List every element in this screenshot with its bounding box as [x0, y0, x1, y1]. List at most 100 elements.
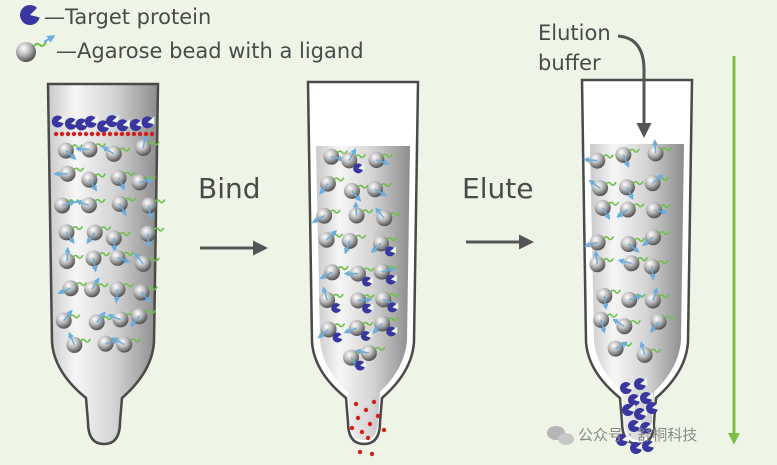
impurity-dot [353, 401, 359, 407]
ligand-bead [343, 320, 374, 337]
target-protein [51, 115, 65, 128]
ligand-bead [83, 277, 109, 298]
ligand-bead [368, 151, 394, 168]
target-protein [386, 326, 398, 337]
impurity-dot [113, 131, 119, 137]
ligand-bead [81, 171, 107, 192]
step-label-elute: Elute [462, 172, 533, 205]
impurity-dot [381, 427, 387, 433]
impurity-dot [131, 131, 137, 137]
ligand-bead [101, 145, 131, 162]
impurity-dot [371, 399, 377, 405]
ligand-bead [618, 179, 644, 201]
ligand-bead [130, 308, 156, 328]
column-3-content [583, 139, 676, 454]
impurity-dot [369, 451, 375, 457]
impurity-dot [365, 435, 371, 441]
elution-buffer-line2: buffer [538, 51, 601, 75]
target-protein [361, 276, 373, 287]
ligand-bead [583, 234, 615, 251]
ligand-bead [319, 286, 344, 308]
ligand-bead [589, 250, 615, 273]
ligand-bead [58, 224, 84, 244]
ligand-bead [621, 291, 646, 308]
target-protein [385, 246, 397, 257]
ligand-bead [55, 309, 81, 329]
ligand-bead [643, 258, 669, 281]
ligand-bead [53, 165, 85, 182]
ligand-bead [617, 255, 649, 272]
ligand-bead [112, 336, 141, 353]
impurity-dot [119, 131, 125, 137]
target-protein [630, 442, 643, 454]
target-protein [355, 360, 367, 371]
target-protein [116, 119, 130, 132]
ligand-bead [373, 263, 399, 280]
ligand-bead [354, 345, 386, 362]
target-protein [640, 392, 653, 404]
ligand-bead [593, 311, 618, 334]
target-protein [106, 115, 120, 128]
ligand-bead [318, 230, 344, 248]
ligand-bead [134, 252, 160, 272]
target-protein [360, 331, 372, 342]
ligand-bead [370, 235, 398, 254]
column-1 [46, 82, 166, 446]
impurity-dot [137, 131, 143, 137]
target-protein [362, 303, 374, 314]
ligand-bead [75, 197, 106, 214]
target-protein [332, 332, 344, 343]
target-protein [385, 274, 397, 285]
ligand-bead [612, 318, 642, 335]
legend: —Target protein —Agarose bead with a lig… [16, 3, 364, 63]
ligand-bead [111, 195, 137, 217]
target-protein [616, 434, 629, 446]
ligand-bead [319, 264, 349, 281]
ligand-bead [341, 232, 367, 255]
impurity-dot [375, 413, 381, 419]
impurity-dot [363, 407, 369, 413]
target-protein [622, 404, 635, 416]
target-protein [129, 118, 143, 131]
target-protein [331, 302, 343, 313]
ligand-bead [85, 250, 111, 273]
ligand-bead [66, 331, 92, 353]
watermark-text: 公众号 · 舒桐科技 [578, 426, 697, 444]
ligand-bead [644, 287, 670, 309]
elution-buffer-line1: Elution [538, 21, 611, 45]
impurity-dot [89, 131, 95, 137]
ligand-bead [105, 230, 131, 253]
target-protein [141, 116, 155, 129]
ligand-bead [131, 174, 157, 191]
target-protein [353, 163, 365, 174]
target-protein [634, 408, 647, 420]
impurity-dot [77, 131, 83, 137]
ligand-bead [367, 181, 392, 198]
ligand-bead [372, 315, 399, 334]
target-protein [640, 422, 653, 434]
ligand-bead [348, 201, 374, 224]
watermark: 公众号 · 舒桐科技 [547, 426, 697, 445]
impurity-dot [357, 449, 363, 455]
impurity-dot [95, 131, 101, 137]
ligand-bead [86, 224, 112, 245]
target-protein [646, 402, 659, 414]
ligand-bead [135, 133, 160, 156]
ligand-bead [596, 287, 622, 311]
impurity-dot [125, 131, 131, 137]
target-protein [642, 440, 655, 452]
ligand-bead [109, 281, 135, 304]
protein-legend-icon [20, 3, 42, 25]
chat-bubble-icon [547, 426, 574, 445]
ligand-bead [375, 207, 401, 227]
target-protein [628, 420, 641, 432]
legend-agarose-bead: —Agarose bead with a ligand [56, 39, 364, 63]
ligand-bead [317, 321, 346, 339]
ligand-bead [647, 139, 673, 162]
ligand-bead [642, 229, 670, 247]
target-protein [387, 302, 399, 313]
ligand-bead [607, 340, 633, 357]
column-1-content [51, 115, 166, 353]
